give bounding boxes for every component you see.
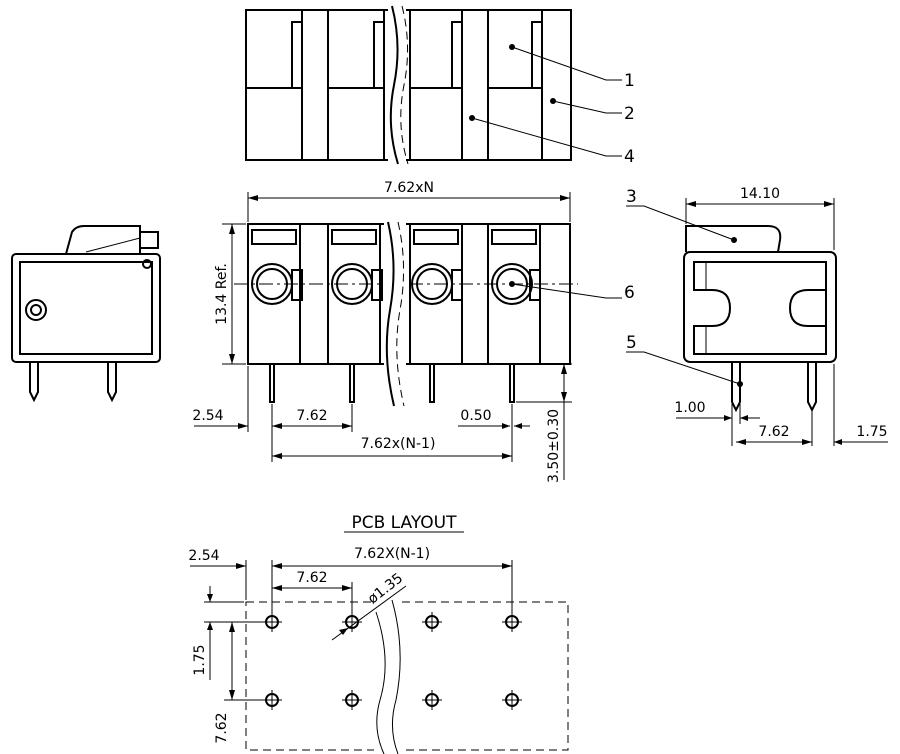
pcb-dim-row-pitch: 7.62 xyxy=(214,712,230,743)
pcb-dim-pitch-n-minus-1: 7.62X(N-1) xyxy=(354,546,430,562)
pcb-title: PCB LAYOUT xyxy=(351,513,457,533)
dim-side-pitch: 7.62 xyxy=(758,424,789,440)
callout-1: 1 xyxy=(624,71,635,91)
left-side-view xyxy=(11,225,161,403)
dim-pitch-n-minus-1: 7.62x(N-1) xyxy=(361,436,436,452)
right-side-view: 3 5 14.10 1.00 7.62 1.75 xyxy=(626,186,888,446)
dim-pin-length: 3.50±0.30 xyxy=(546,409,562,483)
dim-side-offset: 1.75 xyxy=(856,424,887,440)
pcb-dim-pitch: 7.62 xyxy=(296,570,327,586)
pcb-dim-left-offset: 2.54 xyxy=(188,548,219,564)
front-view: 6 7.62xN 13.4 Ref. 2.54 7.62 7.62x(N-1) xyxy=(192,180,634,483)
dim-width-total: 7.62xN xyxy=(384,180,434,196)
dim-side-pin-width: 1.00 xyxy=(674,400,705,416)
dim-height-ref: 13.4 Ref. xyxy=(214,263,230,325)
top-view: 1 2 4 xyxy=(245,4,635,167)
dim-left-offset: 2.54 xyxy=(192,408,223,424)
callout-3: 3 xyxy=(626,187,637,207)
pcb-layout: PCB LAYOUT 2.54 7.62X(N-1) xyxy=(188,513,569,754)
callout-6: 6 xyxy=(624,283,635,303)
callout-2: 2 xyxy=(624,104,635,124)
callout-4: 4 xyxy=(624,147,635,167)
dim-pitch: 7.62 xyxy=(296,408,327,424)
pcb-dim-row-offset: 1.75 xyxy=(192,644,208,675)
callout-5: 5 xyxy=(626,333,637,353)
pcb-holes xyxy=(262,612,522,710)
dim-depth: 14.10 xyxy=(740,186,780,202)
dim-pin-width: 0.50 xyxy=(460,408,491,424)
